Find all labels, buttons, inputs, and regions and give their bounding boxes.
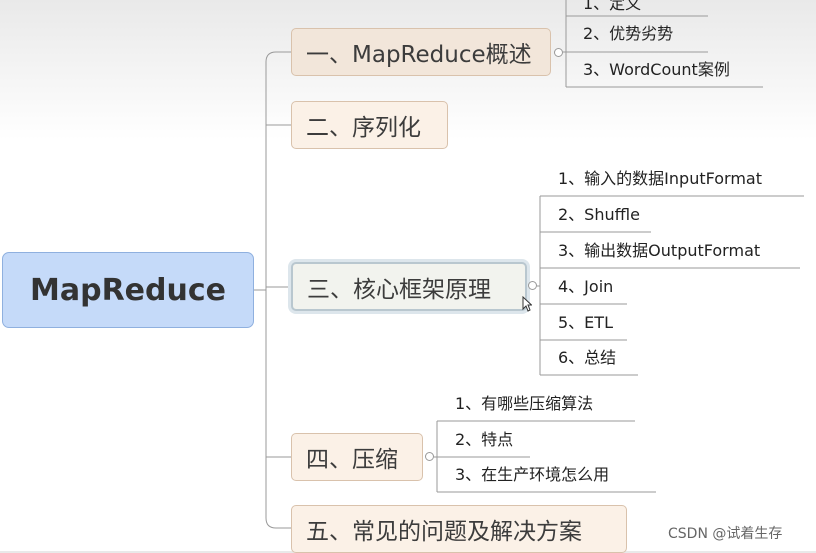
leaf-node[interactable]: 1、有哪些压缩算法 — [455, 394, 594, 413]
leaf-node[interactable]: 2、特点 — [455, 430, 514, 449]
mouse-cursor-icon — [522, 296, 532, 312]
leaf-node[interactable]: 4、Join — [558, 277, 614, 296]
branch-node-overview[interactable]: 一、MapReduce概述 — [291, 28, 551, 76]
branch-label: 一、MapReduce概述 — [306, 42, 532, 68]
leaf-node[interactable]: 6、总结 — [558, 348, 617, 367]
root-label: MapReduce — [30, 272, 226, 308]
leaf-node[interactable]: 2、Shuffle — [558, 205, 640, 224]
leaf-node[interactable]: 3、输出数据OutputFormat — [558, 241, 761, 260]
watermark: CSDN @试着生存 — [668, 526, 783, 542]
collapse-toggle-overview[interactable] — [554, 48, 563, 57]
branch-label: 五、常见的问题及解决方案 — [306, 519, 582, 545]
branch-node-compression[interactable]: 四、压缩 — [291, 433, 423, 481]
leaf-node[interactable]: 1、输入的数据InputFormat — [558, 169, 762, 188]
branch-node-serialization[interactable]: 二、序列化 — [291, 101, 448, 149]
leaf-node[interactable]: 1、定义 — [583, 0, 642, 13]
root-node[interactable]: MapReduce — [2, 252, 254, 328]
branch-node-core-principles[interactable]: 三、核心框架原理 — [291, 262, 527, 311]
branch-label: 三、核心框架原理 — [307, 276, 491, 303]
branch-node-faq[interactable]: 五、常见的问题及解决方案 — [291, 505, 627, 553]
collapse-toggle-core-principles[interactable] — [528, 281, 537, 290]
leaf-node[interactable]: 3、在生产环境怎么用 — [455, 465, 610, 484]
branch-label: 二、序列化 — [306, 115, 421, 141]
leaf-node[interactable]: 3、WordCount案例 — [583, 60, 730, 79]
collapse-toggle-compression[interactable] — [425, 452, 434, 461]
leaf-node[interactable]: 5、ETL — [558, 313, 613, 332]
branch-label: 四、压缩 — [306, 447, 398, 473]
leaf-node[interactable]: 2、优势劣势 — [583, 24, 674, 43]
